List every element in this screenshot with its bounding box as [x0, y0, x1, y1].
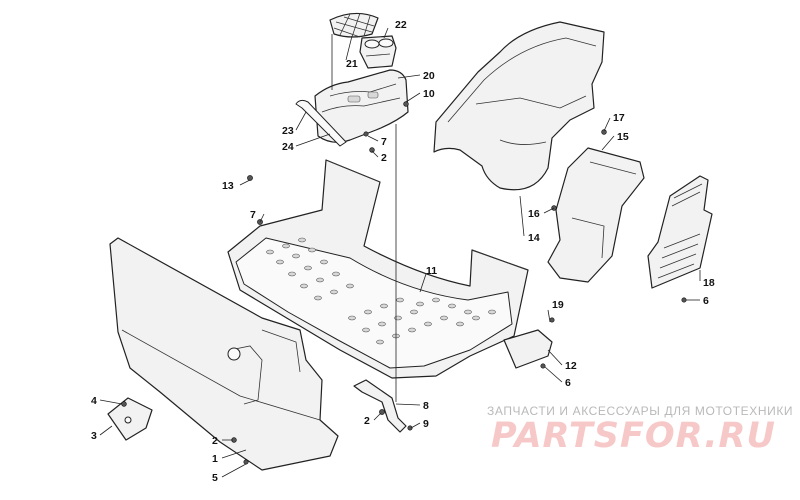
callout-8: 8: [423, 400, 429, 412]
callout-17: 17: [613, 112, 625, 124]
callout-22: 22: [395, 19, 407, 31]
callout-18: 18: [703, 277, 715, 289]
cup-holder-part: [359, 35, 397, 69]
callout-4: 4: [91, 395, 97, 407]
callout-24: 24: [282, 141, 294, 153]
callout-10: 10: [423, 88, 435, 100]
callout-12: 12: [565, 360, 577, 372]
leader-lines: [99, 27, 701, 478]
mesh-net-part: [329, 12, 379, 38]
watermark-logo: PARTSFOR.RU: [491, 416, 776, 456]
front-lower-panel-part: [109, 237, 339, 471]
rear-fender-part: [433, 21, 605, 191]
callout-13: 13: [222, 180, 234, 192]
callout-14: 14: [528, 232, 540, 244]
floor-pan-part: [227, 159, 529, 379]
small-bracket-part: [107, 397, 153, 441]
callout-2-left: 2: [212, 435, 218, 447]
floor-pan-holes: [266, 237, 496, 345]
callout-21: 21: [346, 58, 358, 70]
callout-9: 9: [423, 418, 429, 430]
callout-5: 5: [212, 472, 218, 484]
callout-2-bottom: 2: [364, 415, 370, 427]
rear-grille-part: [647, 175, 713, 289]
callout-7-left: 7: [250, 209, 256, 221]
callout-1: 1: [212, 453, 218, 465]
strap-handle-part: [295, 99, 347, 147]
callout-19: 19: [552, 299, 564, 311]
corner-bracket-part: [503, 329, 553, 369]
callout-23: 23: [282, 125, 294, 137]
callout-15: 15: [617, 131, 629, 143]
callout-11: 11: [426, 265, 437, 277]
callout-6-lower: 6: [565, 377, 571, 389]
callout-7-top: 7: [381, 136, 387, 148]
callout-20: 20: [423, 70, 435, 82]
console-body-part: [314, 69, 409, 143]
fasteners: [121, 101, 687, 465]
callout-6-right: 6: [703, 295, 709, 307]
lower-bracket-part: [353, 379, 407, 433]
callout-labels: 22 21 20 10 23 24 7 2 13 7 17 15 16 14 1…: [91, 19, 715, 484]
callout-3: 3: [91, 430, 97, 442]
watermark-tagline: ЗАПЧАСТИ И АКСЕССУАРЫ ДЛЯ МОТОТЕХНИКИ: [487, 404, 794, 418]
callout-2-top: 2: [381, 152, 387, 164]
callout-16: 16: [528, 208, 540, 220]
side-bracket-panel-part: [547, 147, 645, 283]
